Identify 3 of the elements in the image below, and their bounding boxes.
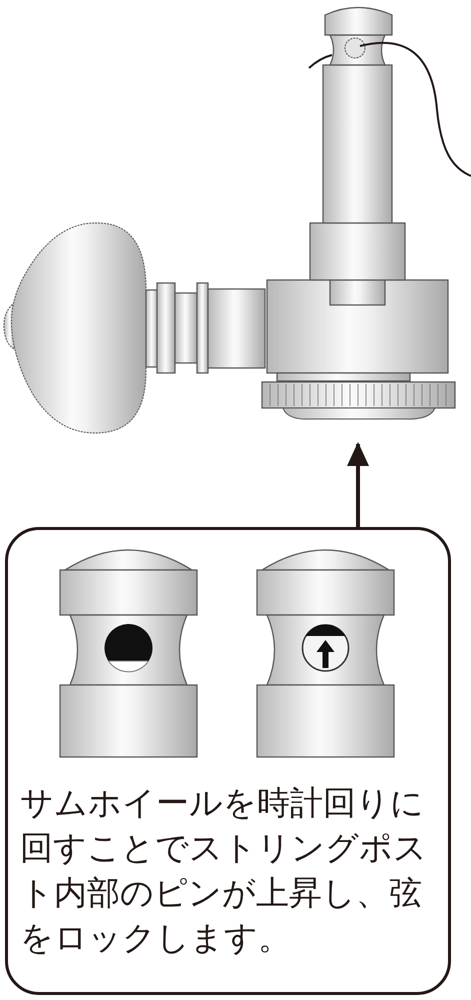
callout-box [5,527,451,995]
arrow [347,442,369,527]
description-text: サムホイールを時計回りに回すことでストリングポスト内部のピンが上昇し、弦をロックします。 [20,782,428,959]
